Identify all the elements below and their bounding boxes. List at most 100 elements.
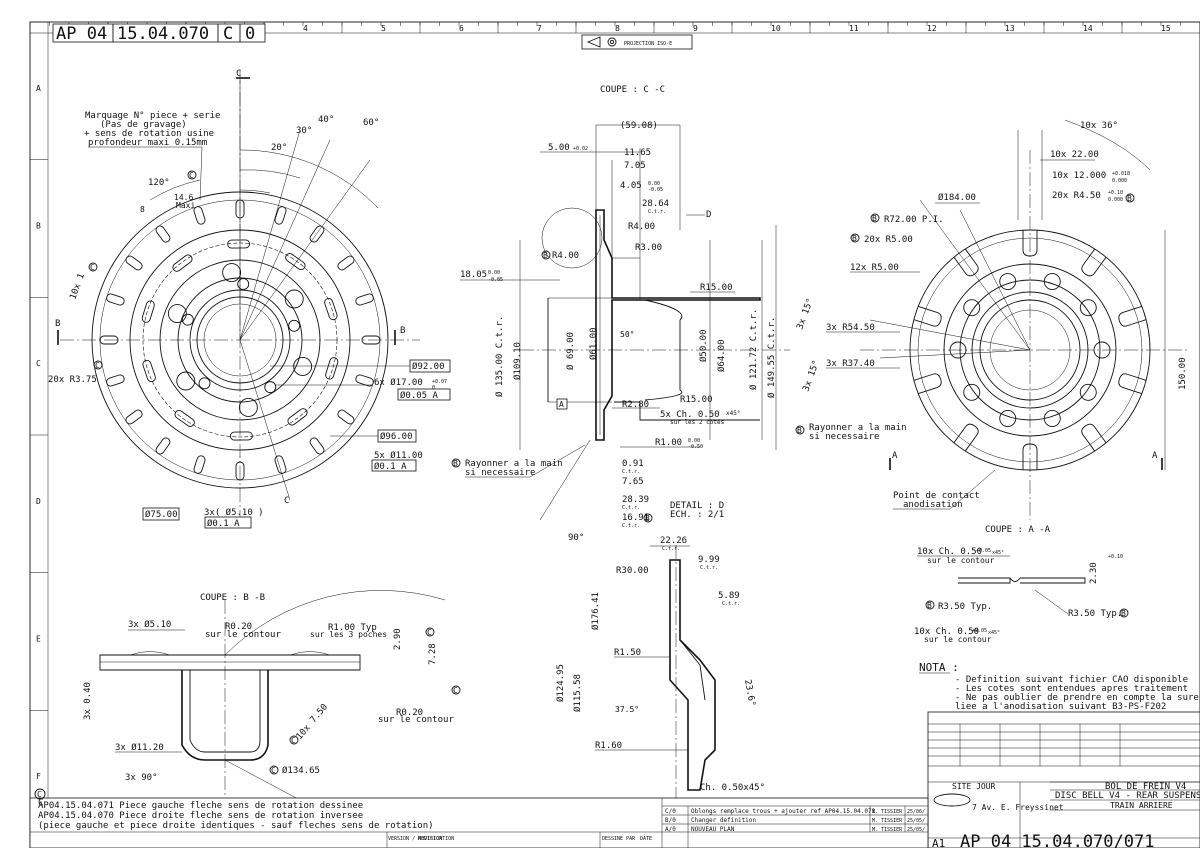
grid-letter: A [36,84,41,93]
rear-slot [913,305,942,327]
revision-date: 25/06/ [907,809,925,815]
svg-text:R0.20: R0.20 [225,622,252,632]
svg-text:Ø115.58: Ø115.58 [572,674,583,712]
svg-text:C: C [427,628,432,637]
svg-text:3x 15°: 3x 15° [801,359,822,393]
svg-text:sur les 2 cotes: sur les 2 cotes [670,419,725,426]
svg-text:20x R5.00: 20x R5.00 [864,235,913,245]
grid-letter: E [36,635,41,644]
svg-text:SITE JOUR: SITE JOUR [952,782,996,791]
svg-text:C.t.r.: C.t.r. [622,469,640,475]
svg-text:50°: 50° [620,330,634,339]
svg-text:C.t.r.: C.t.r. [700,565,718,571]
oblong-slot [174,409,195,427]
revision-date: 25/05/ [907,827,925,833]
rear-view: 10x 36° 10x 22.00 10x 12.000 +0.018 0.00… [795,119,1190,520]
svg-text:(Pas de gravage): (Pas de gravage) [100,120,187,130]
rear-slot [953,423,979,452]
outer-slot [125,255,143,271]
rear-slot [1118,305,1147,327]
svg-text:B: B [1121,609,1126,618]
part-title-3: TRAIN ARRIERE [1110,801,1173,810]
svg-text:Ø50.00: Ø50.00 [698,329,709,362]
front-view: C B B C Marquage N° piece + serie (Pas d… [48,69,451,529]
svg-text:4.05: 4.05 [620,181,642,191]
bolt-hole [222,263,242,282]
outer-slot [309,225,325,243]
svg-text:2.30: 2.30 [1089,562,1099,584]
small-hole [264,381,277,394]
rear-hole [1043,273,1061,290]
svg-text:Ø0.1 A: Ø0.1 A [207,518,240,529]
svg-text:20°: 20° [271,143,287,153]
svg-text:0.00: 0.00 [688,438,700,444]
svg-text:Ø134.65: Ø134.65 [282,765,320,776]
svg-text:B: B [400,326,405,336]
section-profile: 22.26 C.t.r. 9.99 C.t.r. R30.00 5.89 C.t… [555,536,765,800]
svg-text:liee a l'anodisation suivant B: liee a l'anodisation suivant B3-PS-F202 [955,702,1166,712]
svg-text:C: C [236,69,241,79]
svg-text:Rayonner a la main: Rayonner a la main [809,423,907,433]
rear-hole [963,299,981,317]
svg-text:3x Ø11.20: 3x Ø11.20 [115,742,164,753]
svg-text:-0.05: -0.05 [648,187,663,193]
svg-text:28.39: 28.39 [622,495,649,505]
svg-text:NOTA :: NOTA : [919,661,959,674]
svg-text:D: D [706,210,711,220]
svg-text:C: C [284,496,289,506]
rear-slot [1081,423,1107,452]
projection-symbol: PROJECTION ISO-E [581,34,693,50]
header-reference-box: AP 04 15.04.070 C 0 [52,23,266,44]
svg-text:sur les 3 poches: sur les 3 poches [310,630,387,639]
svg-text:B: B [872,214,877,223]
svg-text:R0.20: R0.20 [396,708,423,718]
svg-text:C: C [37,790,42,799]
svg-text:profondeur maxi 0.15mm: profondeur maxi 0.15mm [88,138,207,148]
svg-text:28.64: 28.64 [642,199,669,209]
svg-text:A: A [1152,451,1158,461]
bolt-hole [284,289,304,309]
svg-text:+ sens de rotation usine: + sens de rotation usine [84,129,214,139]
svg-text:Ø0.05 A: Ø0.05 A [400,390,439,401]
ref-c: C [223,24,233,44]
svg-text:R15.00: R15.00 [700,283,733,293]
svg-text:sur le contour: sur le contour [924,635,992,644]
outer-slot [337,255,355,271]
svg-text:VERSION / REVISION: VERSION / REVISION [388,836,442,842]
svg-text:3x R37.40: 3x R37.40 [826,359,875,369]
svg-text:+0.10: +0.10 [1108,554,1123,560]
svg-text:5x Ch. 0.50: 5x Ch. 0.50 [660,410,720,420]
svg-text:14.6: 14.6 [174,193,193,202]
svg-text:Ø176.41: Ø176.41 [590,592,601,630]
svg-text:8: 8 [140,205,145,214]
svg-text:A1: A1 [932,837,945,848]
svg-text:+0.018: +0.018 [1112,171,1130,177]
svg-text:C.t.r.: C.t.r. [648,209,666,215]
svg-text:0.00: 0.00 [648,181,660,187]
svg-text:40°: 40° [318,115,334,125]
outer-slot [155,225,171,243]
svg-text:+0.07: +0.07 [432,379,447,385]
oblong-slot [325,357,339,380]
svg-text:C: C [291,736,296,745]
svg-text:60°: 60° [363,118,379,128]
svg-text:+0.05: +0.05 [976,548,991,554]
outer-slot [155,437,171,455]
part-title-2: DISC BELL V4 - REAR SUSPENSION [1055,791,1200,801]
svg-text:R3.50 Typ.: R3.50 Typ. [1068,609,1122,619]
svg-text:3x( Ø5.10 ): 3x( Ø5.10 ) [204,507,264,518]
svg-text:B: B [453,459,458,468]
bolt-hole [167,304,187,323]
oblong-slot [172,254,193,272]
svg-text:Marquage N° piece + serie: Marquage N° piece + serie [85,111,220,121]
svg-text:90°: 90° [568,533,584,543]
svg-text:A: A [559,400,564,409]
svg-text:sur le contour: sur le contour [205,630,281,640]
grid-number: 10 [771,24,781,33]
svg-text:7 Av. E. Freyssinet: 7 Av. E. Freyssinet [972,803,1064,812]
svg-text:- Ne pas oublier de prendre en: - Ne pas oublier de prendre en compte la… [955,693,1200,703]
oblong-slot [227,239,251,249]
footer-note-2: AP04.15.04.070 Piece droite fleche sens … [38,811,363,821]
svg-text:22.26: 22.26 [660,536,687,546]
outer-slot [106,293,125,306]
